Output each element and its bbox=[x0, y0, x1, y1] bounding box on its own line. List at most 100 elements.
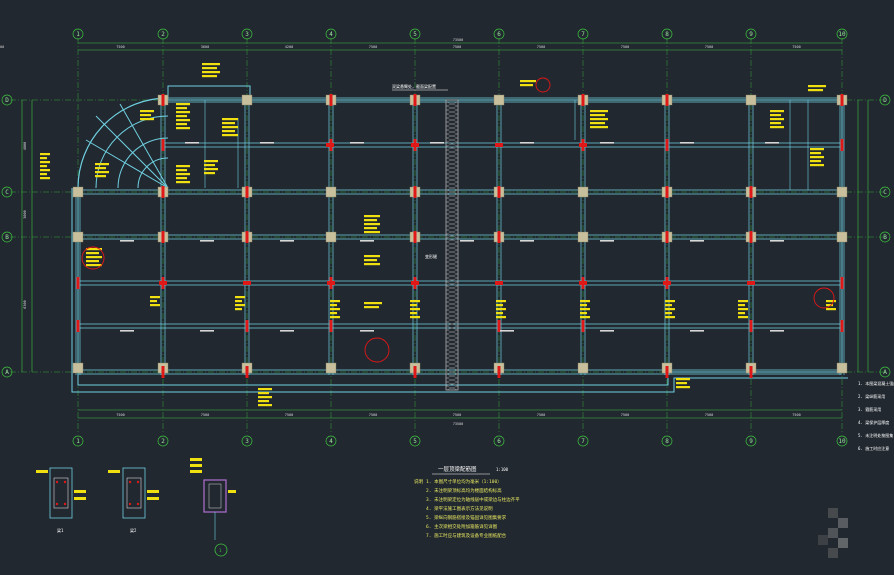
axis-bubble bbox=[72, 28, 84, 40]
bay-dimension-left: 3000 bbox=[23, 210, 27, 218]
stirrup-mark bbox=[747, 281, 755, 285]
axis-bubble bbox=[493, 28, 505, 40]
detail-label-beam-1: 梁1 bbox=[57, 527, 64, 533]
stirrup-mark bbox=[161, 94, 165, 106]
rebar-tag-line bbox=[364, 255, 380, 258]
beam-label-mark bbox=[120, 240, 134, 242]
beam-label-mark bbox=[520, 142, 534, 144]
hatch-line bbox=[445, 201, 459, 207]
stirrup-mark bbox=[495, 281, 503, 285]
stirrup-mark bbox=[76, 320, 80, 332]
rebar-tag-line bbox=[204, 168, 218, 171]
rebar-tag-line bbox=[202, 63, 220, 66]
hatch-line bbox=[445, 117, 459, 123]
stirrup-mark bbox=[411, 281, 419, 285]
rebar-tag-line bbox=[86, 256, 102, 259]
axis-label: A bbox=[5, 369, 9, 376]
column bbox=[241, 94, 253, 106]
plan-scale: 1:100 bbox=[496, 467, 509, 472]
hatch-line bbox=[445, 109, 459, 115]
right-note-line: 5. 未注明处按图集 bbox=[858, 432, 893, 438]
stirrup-mark bbox=[749, 186, 753, 198]
axis-bubble bbox=[745, 435, 757, 447]
rebar-tag-line bbox=[330, 304, 337, 307]
rebar-tag-line bbox=[410, 300, 420, 303]
overall-dimension-bottom: 73500 bbox=[453, 422, 464, 426]
bay-dimension-top: 3600 bbox=[201, 45, 209, 49]
revision-clouds bbox=[81, 77, 835, 363]
rebar-tag-line bbox=[665, 304, 672, 307]
rebar-tag-line bbox=[364, 223, 380, 226]
axis-bubble bbox=[409, 435, 421, 447]
axis-label: D bbox=[5, 97, 9, 104]
stirrup-mark bbox=[497, 231, 501, 243]
axis-bubble bbox=[1, 366, 13, 378]
axis-label: 2 bbox=[161, 31, 165, 38]
axis-label: 7 bbox=[581, 31, 585, 38]
hatch-line bbox=[445, 137, 459, 143]
rebar-tag-line bbox=[810, 148, 824, 151]
stirrup-mark bbox=[665, 139, 669, 151]
stirrup-mark bbox=[76, 277, 80, 289]
axis-bubble bbox=[72, 435, 84, 447]
rebar-tag-line bbox=[826, 308, 836, 311]
rebar-tag-line bbox=[176, 127, 190, 130]
hatch-line bbox=[445, 157, 459, 163]
detail-label-beam-2: 梁2 bbox=[130, 527, 137, 533]
beam-section-detail-2 bbox=[108, 467, 159, 519]
overall-dimension-top: 73500 bbox=[453, 38, 464, 42]
rebar-tag-line bbox=[496, 304, 503, 307]
rebar-tag-line bbox=[40, 173, 47, 176]
stirrup-mark bbox=[329, 320, 333, 332]
rebar-tag-line bbox=[364, 215, 380, 218]
beam-label-mark bbox=[120, 330, 134, 332]
rebar-tag-line bbox=[40, 157, 47, 160]
hatch-line bbox=[445, 253, 459, 259]
beam-label-mark bbox=[770, 330, 784, 332]
axis-label: 4 bbox=[329, 438, 333, 445]
hatch-line bbox=[445, 345, 459, 351]
hatch-line bbox=[445, 217, 459, 223]
beam-label-mark bbox=[690, 330, 704, 332]
hatch-line bbox=[445, 317, 459, 323]
axis-bubble bbox=[157, 28, 169, 40]
axis-label: B bbox=[5, 234, 9, 241]
axis-label: D bbox=[883, 97, 887, 104]
hatch-line bbox=[445, 161, 459, 167]
hatch-line bbox=[445, 169, 459, 175]
axis-bubble bbox=[661, 28, 673, 40]
rebar-tag-line bbox=[330, 308, 340, 311]
right-note-line: 1. 本图梁混凝土强度等级 bbox=[858, 380, 894, 386]
rebar-tag-line bbox=[364, 306, 379, 309]
rebar-tag-line bbox=[258, 404, 272, 407]
axis-label: 6 bbox=[497, 31, 501, 38]
hatch-line bbox=[445, 357, 459, 363]
rebar-tag-line bbox=[40, 169, 50, 172]
rebar-tag-line bbox=[590, 110, 608, 113]
axis-bubble bbox=[879, 366, 891, 378]
rebar-tag-line bbox=[222, 126, 238, 129]
rebar-tag-line bbox=[222, 134, 238, 137]
axis-label: 8 bbox=[665, 31, 669, 38]
beam-label-mark bbox=[430, 142, 444, 144]
axis-label: 8 bbox=[665, 438, 669, 445]
beam-label-mark bbox=[200, 240, 214, 242]
hatch-line bbox=[445, 225, 459, 231]
stirrup-mark bbox=[245, 366, 249, 378]
rebar-tag-line bbox=[204, 160, 218, 163]
bay-dimension-top: 4200 bbox=[285, 45, 293, 49]
axis-bubble bbox=[325, 28, 337, 40]
image-artifact bbox=[818, 508, 848, 558]
rebar-tag-line bbox=[330, 300, 340, 303]
rebar-tag-line bbox=[665, 300, 675, 303]
stirrup-mark bbox=[245, 320, 249, 332]
rebar-tag-line bbox=[258, 396, 272, 399]
note-line: 4. 梁平法施工图表示方法见说明 bbox=[426, 505, 493, 512]
right-note-line: 4. 梁保护层厚度 bbox=[858, 419, 889, 425]
rebar-tag-line bbox=[590, 114, 605, 117]
axis-bubble bbox=[879, 186, 891, 198]
